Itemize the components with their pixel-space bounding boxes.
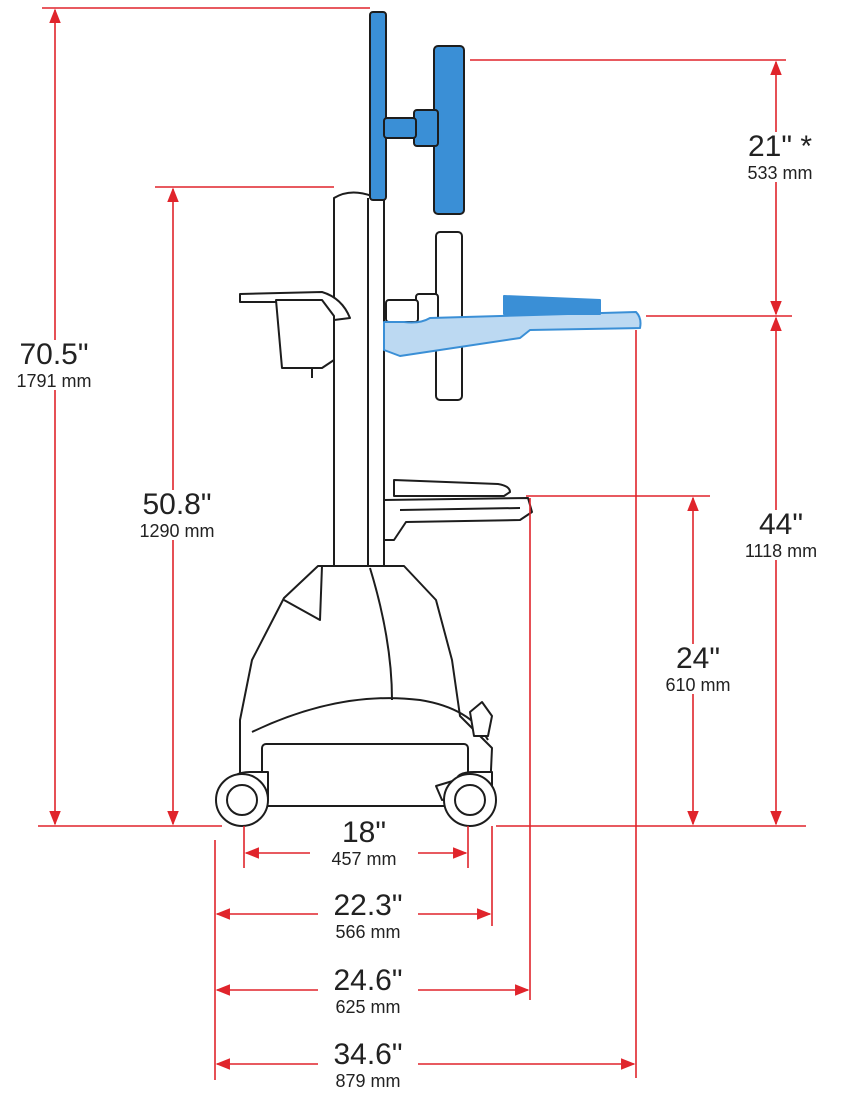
caster-left [215, 771, 269, 827]
dimension-lines [38, 7, 806, 1080]
label-column-height-inches: 50.8" [142, 488, 212, 521]
label-worksurface-height-inches: 44" [758, 508, 804, 541]
label-column-height: 50.8" 1290 mm [124, 490, 230, 540]
label-worksurface-height-mm: 1118 mm [744, 541, 818, 561]
label-overall-height-inches: 70.5" [19, 338, 89, 371]
cart-side-handle [469, 701, 493, 737]
label-base-depth-mm: 566 mm [335, 922, 401, 942]
label-overall-height: 70.5" 1791 mm [0, 340, 108, 390]
label-wheelbase-mm: 457 mm [331, 849, 397, 869]
label-keyboard-depth-inches: 24.6" [333, 964, 403, 997]
cart-column [333, 191, 385, 567]
label-monitor-travel-mm: 533 mm [747, 163, 813, 183]
lower-monitor [385, 231, 463, 401]
label-worksurface-height: 44" 1118 mm [726, 510, 836, 560]
label-overall-height-mm: 1791 mm [16, 371, 92, 391]
storage-bin [275, 299, 335, 369]
label-monitor-travel-inches: 21" * [747, 130, 813, 163]
upper-keyboard-tray-adjustable [383, 295, 642, 357]
label-keyboard-depth: 24.6" 625 mm [318, 966, 418, 1016]
label-keyboard-height-mm: 610 mm [665, 675, 731, 695]
label-wheelbase-inches: 18" [341, 816, 387, 849]
label-base-depth: 22.3" 566 mm [318, 891, 418, 941]
label-keyboard-height: 24" 610 mm [650, 644, 746, 694]
label-overall-depth-mm: 879 mm [335, 1071, 401, 1091]
label-keyboard-depth-mm: 625 mm [335, 997, 401, 1017]
label-overall-depth: 34.6" 879 mm [318, 1040, 418, 1090]
upper-monitor-adjustable [383, 45, 465, 215]
label-wheelbase: 18" 457 mm [310, 818, 418, 868]
cart-illustration [215, 11, 642, 827]
cart-base-panel-line [369, 567, 393, 701]
caster-right [443, 771, 497, 827]
label-keyboard-height-inches: 24" [675, 642, 721, 675]
lower-keyboard-tray [383, 479, 533, 541]
label-overall-depth-inches: 34.6" [333, 1038, 403, 1071]
cart-base-panel-line [283, 565, 323, 621]
cart-base-skirt [261, 743, 469, 807]
label-base-depth-inches: 22.3" [333, 889, 403, 922]
column-extension-adjustable [369, 11, 387, 201]
label-column-height-mm: 1290 mm [139, 521, 215, 541]
label-monitor-travel: 21" * 533 mm [730, 132, 830, 182]
